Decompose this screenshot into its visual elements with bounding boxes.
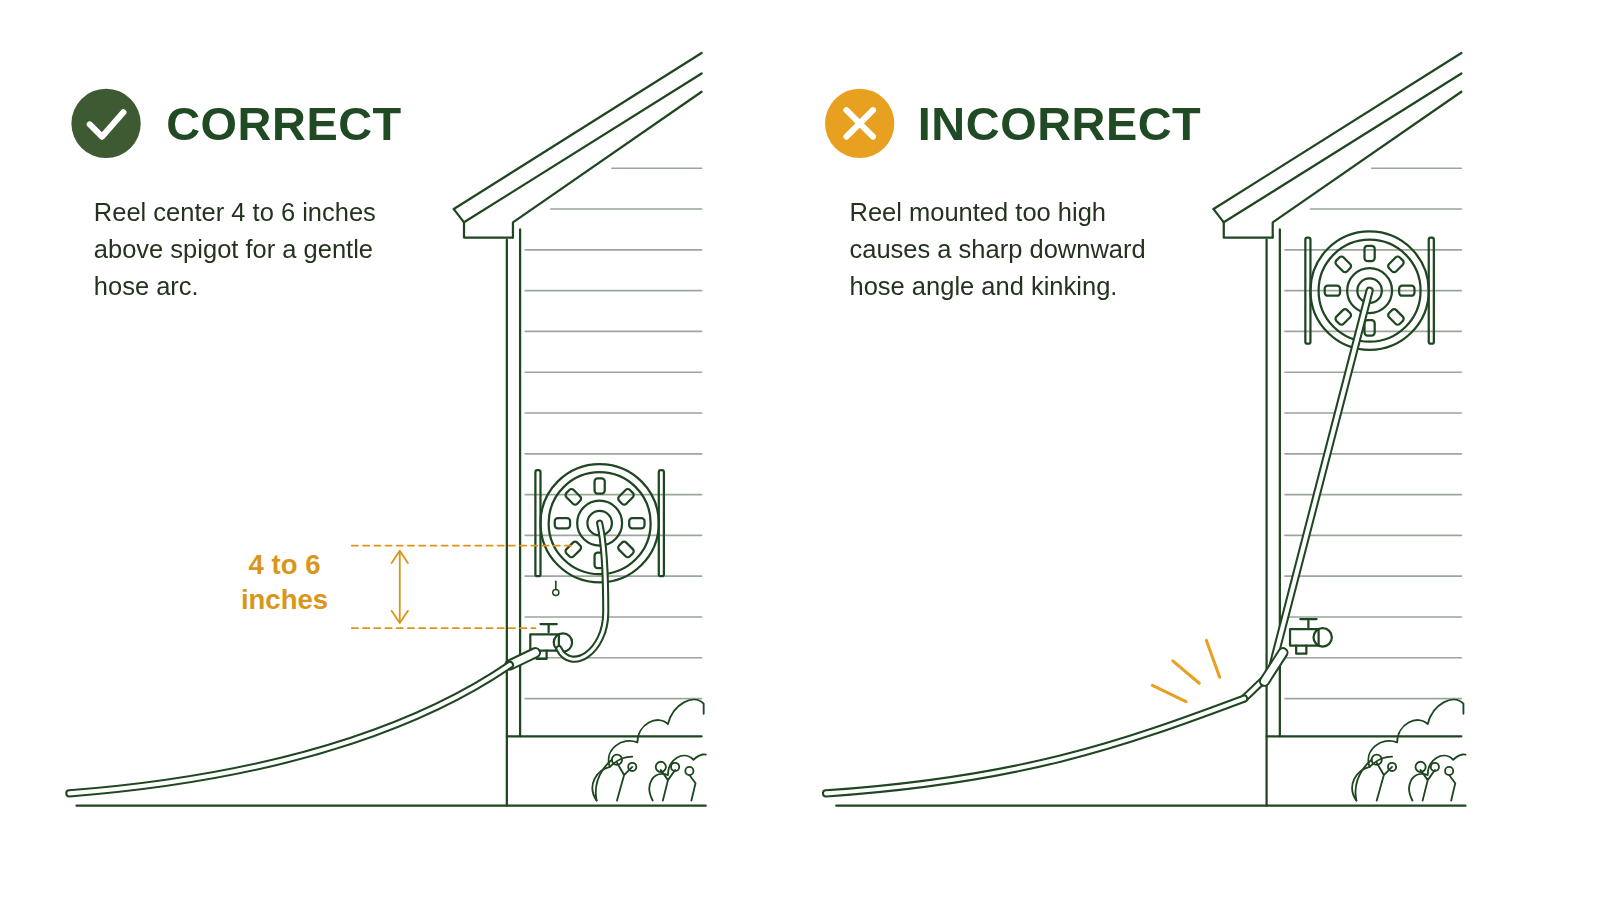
panel-note: Reel mounted too high causes a sharp dow… <box>849 194 1180 304</box>
dimension-label: 4 to 6 inches <box>234 548 336 617</box>
panel-heading: CORRECT <box>166 95 402 152</box>
panel-heading: INCORRECT <box>918 95 1201 152</box>
panel-note: Reel center 4 to 6 inches above spigot f… <box>94 194 425 304</box>
